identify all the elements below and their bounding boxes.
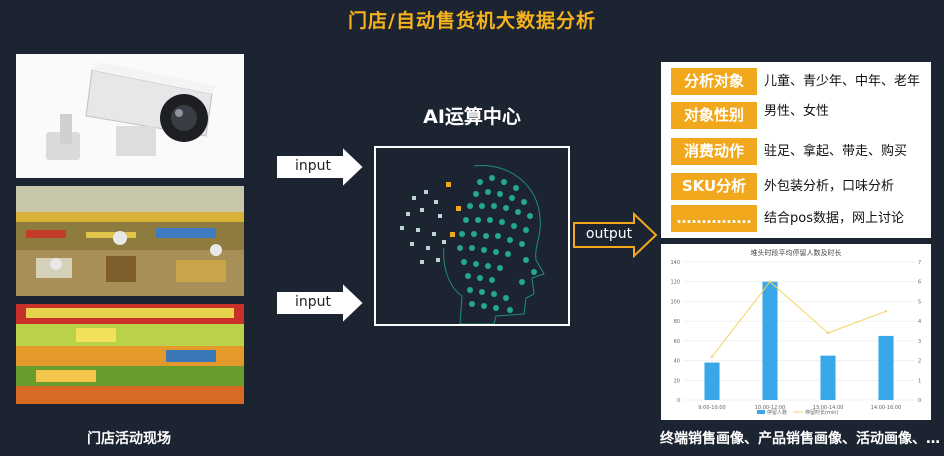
y-tick-label: 80 (674, 319, 680, 325)
y-tick-label: 140 (670, 260, 680, 266)
bar (704, 362, 720, 400)
x-tick-label: 9:00-10:00 (698, 405, 725, 411)
line-point (768, 280, 772, 283)
x-tick-label: 13:00-14:00 (813, 405, 844, 411)
legend-swatch-bar (757, 410, 765, 414)
y-tick-label: 20 (674, 378, 680, 384)
ai-center-box (374, 146, 570, 326)
x-tick-label: 14:00-16:00 (871, 405, 902, 411)
attribute-desc: 儿童、青少年、中年、老年 (764, 74, 921, 89)
bar (878, 335, 894, 400)
page-title: 门店/自动售货机大数据分析 (348, 10, 596, 32)
input-arrow-bottom: input (274, 279, 366, 327)
line-point (826, 331, 830, 335)
bar (820, 355, 836, 400)
line-point (710, 355, 714, 358)
legend-label-line: 停留时长(min) (805, 409, 838, 416)
y-right-tick-label: 3 (918, 339, 921, 345)
y-right-tick-label: 6 (918, 280, 921, 286)
input-label-top: input (294, 158, 331, 174)
ai-center-title: AI运算中心 (423, 106, 521, 128)
left-caption: 门店活动现场 (87, 431, 171, 447)
x-tick-label: 10:00-12:00 (755, 405, 786, 411)
chart-title: 堆头时段平均停留人数及时长 (751, 248, 842, 257)
y-tick-label: 120 (670, 280, 680, 286)
attribute-desc: 外包装分析，口味分析 (764, 179, 895, 194)
attribute-tag: …………… (671, 205, 757, 232)
attribute-tag: 消费动作 (671, 138, 757, 165)
attribute-desc: 结合pos数据，网上讨论 (764, 211, 904, 226)
legend-label-bar: 停留人数 (767, 409, 787, 416)
y-tick-label: 100 (670, 299, 680, 305)
y-right-tick-label: 4 (918, 319, 921, 325)
camera-photo (16, 54, 244, 178)
y-tick-label: 60 (674, 339, 680, 345)
y-right-tick-label: 1 (918, 378, 921, 384)
attribute-tag: 对象性别 (671, 102, 757, 129)
y-tick-label: 40 (674, 359, 680, 365)
series-line (711, 280, 887, 357)
ai-head-icon (400, 165, 545, 325)
input-label-bottom: input (294, 294, 331, 310)
y-right-tick-label: 2 (918, 359, 921, 365)
attribute-desc: 驻足、拿起、带走、购买 (764, 144, 908, 159)
chart-panel: 堆头时段平均停留人数及时长 0 20 40 60 80 100 120 140 0 1 2 3 4 5 6 7… (661, 244, 931, 420)
supermarket-aisle-photo (16, 186, 244, 296)
attribute-tag: SKU分析 (671, 173, 757, 200)
attribute-desc: 男性、女性 (764, 104, 830, 119)
y-right-tick-label: 7 (918, 260, 921, 266)
y-right-tick-label: 0 (918, 398, 921, 404)
output-arrow: output (572, 211, 658, 259)
store-shelves-photo (16, 304, 244, 404)
input-arrow-top: input (274, 143, 366, 191)
attributes-panel: 分析对象 儿童、青少年、中年、老年 对象性别 男性、女性 消费动作 驻足、拿起、… (661, 62, 931, 238)
y-right-tick-label: 5 (918, 299, 921, 305)
chart: 堆头时段平均停留人数及时长 0 20 40 60 80 100 120 140 0 1 2 3 4 5 6 7… (670, 248, 921, 416)
attribute-tag: 分析对象 (671, 68, 757, 95)
bottom-caption: 终端销售画像、产品销售画像、活动画像、… (660, 431, 940, 447)
bar (762, 281, 778, 400)
line-point (884, 310, 888, 313)
y-tick-label: 0 (677, 398, 680, 404)
output-label: output (585, 226, 633, 242)
